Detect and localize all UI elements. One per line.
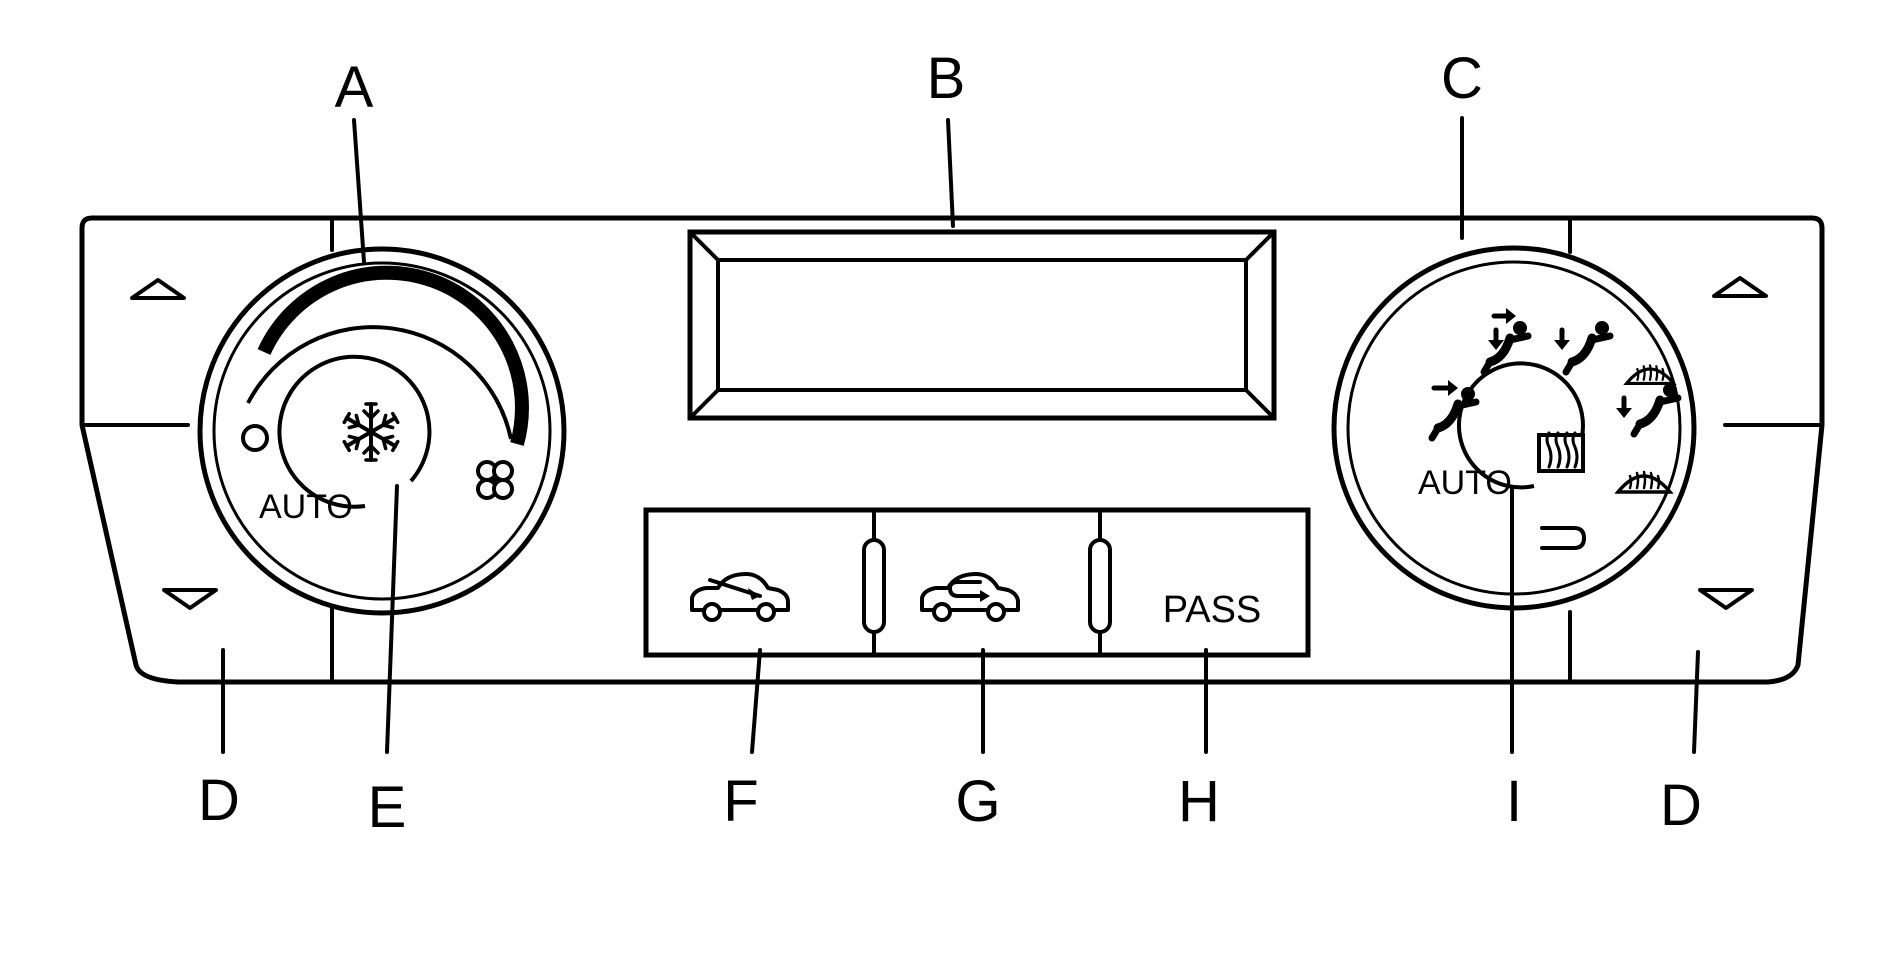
callout-c: C — [1441, 46, 1483, 111]
callout-h: H — [1178, 769, 1220, 834]
callout-e: E — [368, 775, 407, 840]
leader-a — [352, 118, 366, 264]
right-up-arrow-icon[interactable] — [1712, 276, 1768, 298]
button-divider-slot-1 — [862, 538, 886, 634]
outside-air-button[interactable] — [650, 514, 860, 651]
panel-outline — [79, 215, 1825, 685]
right-dial[interactable]: AUTO — [1331, 245, 1697, 611]
bilevel-icon — [1484, 308, 1528, 372]
mode-pointer-mark — [1540, 526, 1586, 550]
callout-a: A — [335, 55, 374, 120]
pass-button-label: PASS — [1163, 589, 1262, 631]
vent-icon — [1432, 380, 1476, 438]
right-down-arrow-icon[interactable] — [1698, 588, 1754, 610]
recirculation-car-icon — [920, 572, 1020, 622]
callout-d-left: D — [198, 768, 240, 833]
fan-speed-wedge — [257, 265, 529, 446]
pass-button[interactable]: PASS — [1114, 514, 1304, 651]
callout-i: I — [1506, 769, 1522, 834]
leader-e — [385, 484, 399, 754]
leader-d-right — [1692, 650, 1700, 754]
ac-button-ring[interactable] — [277, 354, 432, 509]
floor-icon — [1554, 321, 1610, 372]
off-circle-icon — [241, 424, 269, 452]
left-up-arrow-icon[interactable] — [130, 278, 186, 300]
left-dial-outer-ring — [197, 246, 567, 616]
left-dial-auto-label: AUTO — [259, 488, 353, 526]
left-dial-inner-ring — [212, 261, 552, 601]
button-divider-slot-2 — [1088, 538, 1112, 634]
recirculation-button[interactable] — [888, 514, 1086, 651]
leader-lines — [221, 116, 1700, 754]
callout-g: G — [955, 769, 1000, 834]
temperature-display — [687, 229, 1277, 421]
leader-f — [750, 648, 762, 754]
rear-defrost-button-ring[interactable] — [1456, 361, 1585, 490]
snowflake-ac-icon — [341, 402, 401, 462]
left-down-arrow-icon[interactable] — [162, 588, 218, 610]
fan-speed-arc — [246, 325, 513, 440]
leader-b — [946, 118, 955, 228]
callout-d-right: D — [1660, 773, 1702, 838]
rear-defrost-icon — [1537, 431, 1585, 473]
floor-defrost-icon — [1616, 363, 1678, 434]
callout-f: F — [723, 769, 758, 834]
fan-icon — [476, 460, 514, 500]
left-dial[interactable]: AUTO — [197, 246, 567, 616]
callout-b: B — [927, 46, 966, 111]
outside-air-car-icon — [690, 572, 790, 622]
